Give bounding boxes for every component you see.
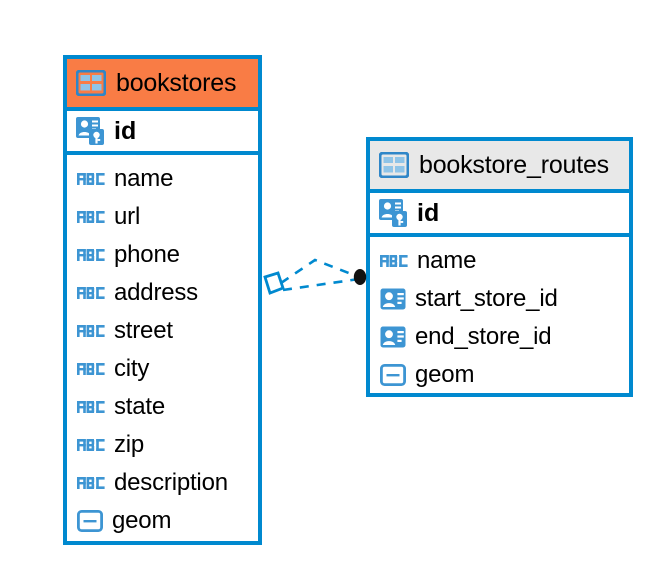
- attribute-label: street: [114, 317, 173, 344]
- attribute-row-start-store-id[interactable]: start_store_id: [370, 280, 629, 318]
- entity-title-bookstores: bookstores: [116, 68, 237, 97]
- abc-text-icon: [77, 169, 105, 189]
- primary-key-icon: [76, 116, 106, 146]
- abc-text-icon: [77, 245, 105, 265]
- attribute-row-address[interactable]: address: [67, 274, 258, 312]
- attribute-label: phone: [114, 241, 180, 268]
- attribute-row-primary-key[interactable]: id: [370, 189, 629, 237]
- attribute-list-bookstore-routes: name start_store_id: [370, 237, 629, 394]
- abc-text-icon: [77, 359, 105, 379]
- attribute-row-phone[interactable]: phone: [67, 236, 258, 274]
- attribute-label: name: [417, 247, 477, 274]
- foreign-key-icon: [380, 286, 406, 312]
- relationship-dot-marker: [353, 269, 367, 285]
- abc-text-icon: [77, 473, 105, 493]
- attribute-row-zip[interactable]: zip: [67, 426, 258, 464]
- attribute-label: geom: [415, 361, 475, 388]
- entity-header-bookstore-routes[interactable]: bookstore_routes: [370, 141, 629, 189]
- attribute-row-street[interactable]: street: [67, 312, 258, 350]
- attribute-label: geom: [112, 507, 172, 534]
- abc-text-icon: [77, 207, 105, 227]
- geometry-icon: [76, 509, 104, 533]
- attribute-row-geom[interactable]: geom: [370, 356, 629, 394]
- abc-text-icon: [77, 435, 105, 455]
- abc-text-icon: [77, 397, 105, 417]
- entity-table-bookstore-routes[interactable]: bookstore_routes id: [366, 137, 633, 397]
- attribute-row-description[interactable]: description: [67, 464, 258, 502]
- attribute-list-bookstores: name u: [67, 155, 258, 540]
- attribute-row-url[interactable]: url: [67, 198, 258, 236]
- attribute-label: start_store_id: [415, 285, 558, 312]
- attribute-row-name[interactable]: name: [370, 242, 629, 280]
- relationship-connector: [263, 258, 367, 295]
- geometry-icon: [379, 363, 407, 387]
- attribute-row-end-store-id[interactable]: end_store_id: [370, 318, 629, 356]
- attribute-label: description: [114, 469, 228, 496]
- attribute-row-state[interactable]: state: [67, 388, 258, 426]
- table-icon: [75, 69, 107, 97]
- entity-title-bookstore-routes: bookstore_routes: [419, 150, 609, 179]
- attribute-label: name: [114, 165, 174, 192]
- attribute-label: address: [114, 279, 198, 306]
- attribute-label: state: [114, 393, 166, 420]
- relationship-diamond-marker: [263, 271, 285, 295]
- abc-text-icon: [77, 321, 105, 341]
- attribute-label-id: id: [417, 198, 440, 227]
- attribute-row-primary-key[interactable]: id: [67, 107, 258, 155]
- table-icon: [378, 151, 410, 179]
- attribute-label: zip: [114, 431, 145, 458]
- relationship-line-upper: [280, 258, 360, 285]
- foreign-key-icon: [380, 324, 406, 350]
- entity-table-bookstores[interactable]: bookstores id: [63, 55, 262, 545]
- attribute-label: url: [114, 203, 141, 230]
- relationship-line-lower: [282, 277, 360, 292]
- attribute-label: end_store_id: [415, 323, 552, 350]
- entity-header-bookstores[interactable]: bookstores: [67, 59, 258, 107]
- attribute-label: city: [114, 355, 150, 382]
- abc-text-icon: [380, 251, 408, 271]
- attribute-row-city[interactable]: city: [67, 350, 258, 388]
- primary-key-icon: [379, 198, 409, 228]
- attribute-label-id: id: [114, 116, 137, 145]
- abc-text-icon: [77, 283, 105, 303]
- attribute-row-name[interactable]: name: [67, 160, 258, 198]
- attribute-row-geom[interactable]: geom: [67, 502, 258, 540]
